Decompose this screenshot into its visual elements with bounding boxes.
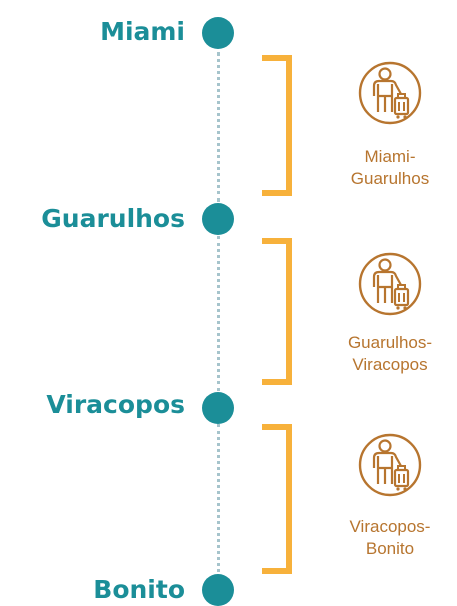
stop-label-miami: Miami (100, 17, 185, 46)
leg-label-line-1: Viracopos- (349, 517, 431, 536)
stop-dot-viracopos (202, 392, 234, 424)
stop-dot-guarulhos (202, 203, 234, 235)
leg-label-line-2: Bonito (365, 539, 415, 558)
route-line-2 (217, 236, 220, 391)
leg-label-3: Viracopos- Bonito (320, 516, 457, 560)
leg-bracket-3 (262, 424, 292, 574)
traveler-with-luggage-icon (358, 433, 422, 497)
stop-label-viracopos: Viracopos (46, 390, 185, 419)
leg-bracket-1 (262, 55, 292, 196)
leg-label-line-1: Miami- (364, 147, 416, 166)
leg-label-line-1: Guarulhos- (347, 333, 433, 352)
stop-dot-bonito (202, 574, 234, 606)
stop-label-guarulhos: Guarulhos (41, 204, 185, 233)
route-line-1 (217, 52, 220, 202)
leg-label-2: Guarulhos- Viracopos (320, 332, 457, 376)
traveler-with-luggage-icon (358, 61, 422, 125)
leg-label-line-2: Guarulhos (350, 169, 430, 188)
stop-dot-miami (202, 17, 234, 49)
traveler-with-luggage-icon (358, 252, 422, 316)
leg-bracket-2 (262, 238, 292, 385)
leg-label-1: Miami- Guarulhos (320, 146, 457, 190)
route-line-3 (217, 424, 220, 584)
stop-label-bonito: Bonito (93, 575, 185, 604)
leg-label-line-2: Viracopos (352, 355, 428, 374)
